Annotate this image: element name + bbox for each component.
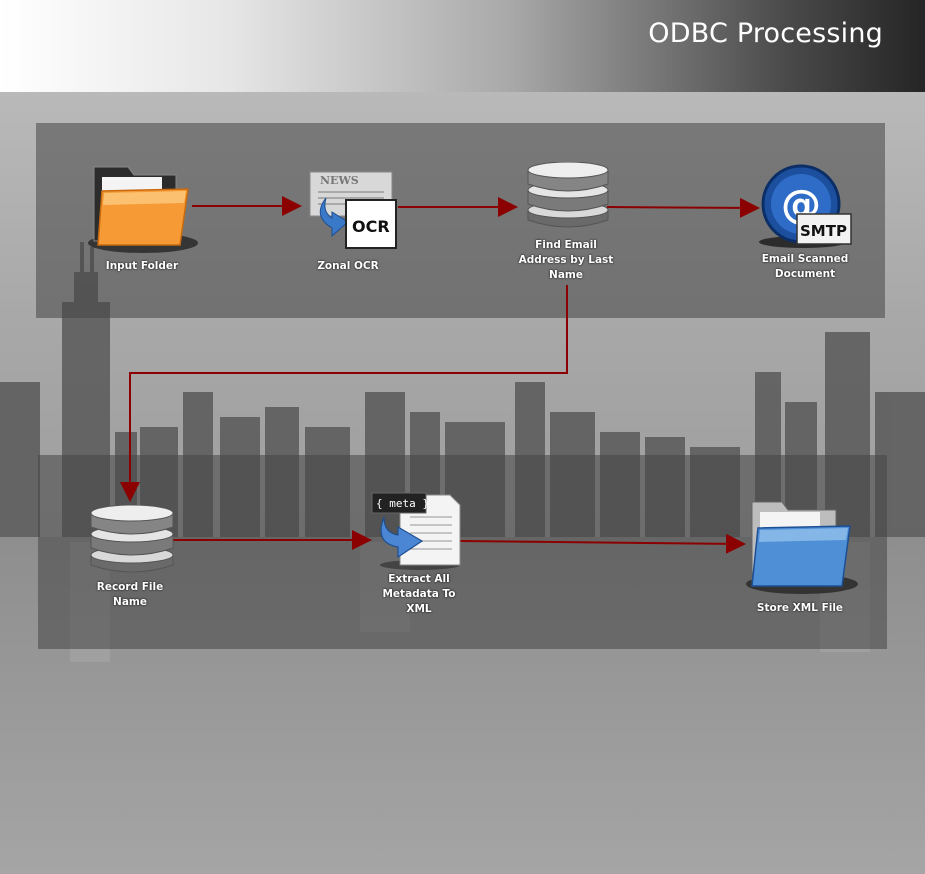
database-icon[interactable] xyxy=(90,505,174,575)
meta-badge-text: { meta } xyxy=(376,497,429,510)
node-label-store-xml: Store XML File xyxy=(756,602,844,614)
page-title: ODBC Processing xyxy=(648,18,883,49)
node-label-zonal-ocr: Zonal OCR xyxy=(317,260,379,272)
smtp-badge-text: SMTP xyxy=(800,222,847,240)
node-label-record-file: Record File Name xyxy=(96,581,164,608)
node-label-email-doc: Email Scanned Document xyxy=(761,253,849,280)
news-text: NEWS xyxy=(320,174,359,187)
connector-find-to-email xyxy=(606,197,760,218)
database-icon[interactable] xyxy=(527,162,609,230)
node-label-find-email: Find Email Address by Last Name xyxy=(518,239,614,281)
node-label-extract-meta: Extract All Metadata To XML xyxy=(382,573,456,615)
blue-folder-icon[interactable] xyxy=(744,500,858,598)
header-bar: ODBC Processing xyxy=(0,0,925,92)
newspaper-ocr-icon[interactable]: NEWS OCR xyxy=(306,170,400,252)
metadata-xml-icon[interactable]: { meta } xyxy=(370,491,466,571)
smtp-email-icon[interactable]: @ SMTP xyxy=(757,164,853,248)
connector-extract-to-store xyxy=(459,533,746,554)
orange-folder-icon[interactable] xyxy=(88,163,198,255)
node-label-input-folder: Input Folder xyxy=(105,260,179,272)
ocr-badge-text: OCR xyxy=(352,217,390,236)
connector-find-to-record xyxy=(120,285,568,502)
